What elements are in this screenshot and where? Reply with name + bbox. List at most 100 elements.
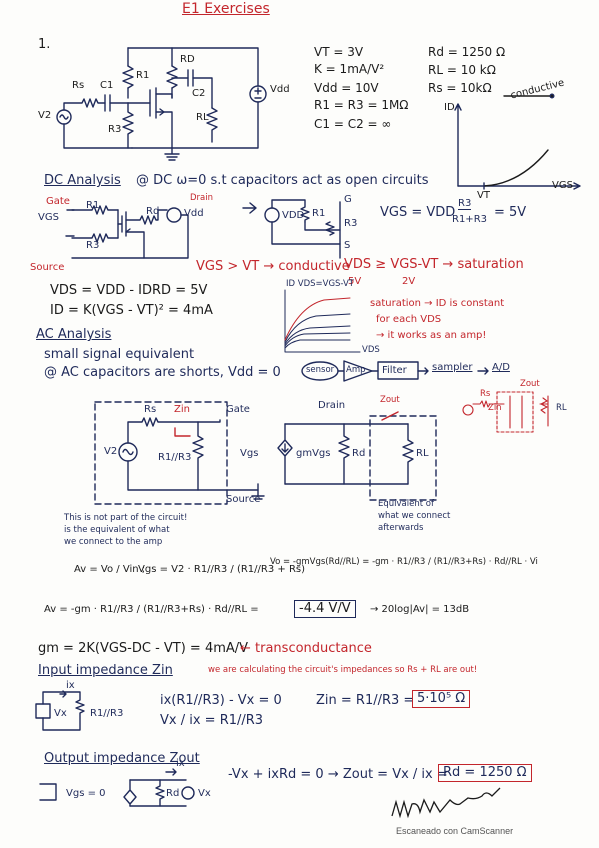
inset-circuit bbox=[462, 391, 549, 433]
zin-eq1: ix(R1//R3) - Vx = 0 bbox=[160, 693, 282, 708]
zin-result-lhs: Zin = R1//R3 = bbox=[316, 693, 415, 708]
note-right-2: what we connect bbox=[378, 511, 451, 521]
zout-result: Rd = 1250 Ω bbox=[438, 764, 532, 783]
note-left-1: This is not part of the circuit! bbox=[64, 513, 188, 523]
sat-note-3: → it works as an amp! bbox=[376, 330, 487, 341]
ac-v2: V2 bbox=[104, 446, 118, 457]
label-c2: C2 bbox=[192, 88, 206, 99]
ac-rs: Rs bbox=[144, 404, 157, 415]
dc-vds-eq: VDS = VDD - IDRD = 5V bbox=[50, 283, 208, 298]
dc-sat-den-l: 5V bbox=[348, 276, 362, 287]
zout-test-circuit bbox=[39, 768, 195, 807]
dc-vdd2: VDD bbox=[282, 210, 305, 221]
dc-circuit-left bbox=[65, 205, 189, 259]
dc-vgs-eq-rhs: = 5V bbox=[494, 205, 527, 220]
dc-id-eq: ID = K(VGS - VT)² = 4mA bbox=[50, 303, 213, 318]
id-vds-curves bbox=[284, 289, 361, 353]
dc-note: @ DC ω=0 s.t capacitors act as open circ… bbox=[136, 173, 429, 188]
zin-note: we are calculating the circuit's impedan… bbox=[208, 665, 478, 675]
gm-eq: gm = 2K(VGS-DC - VT) = 4mA/V bbox=[38, 641, 249, 656]
param-vt: VT = 3V bbox=[314, 45, 364, 59]
chain-amp: Amp bbox=[346, 365, 366, 375]
dc-sat-den-r: 2V bbox=[402, 276, 416, 287]
chain-sampler: sampler bbox=[432, 362, 473, 373]
page-title: E1 Exercises bbox=[182, 1, 270, 17]
ac-r1r3: R1//R3 bbox=[158, 452, 192, 463]
dc-vgs-eq-num: R3 bbox=[458, 198, 472, 210]
note-right-1: Equivalent of bbox=[378, 499, 434, 509]
label-rd: RD bbox=[180, 54, 195, 65]
dc-gate: Gate bbox=[46, 196, 70, 207]
dc-source: Source bbox=[30, 262, 65, 273]
dc-r1: R1 bbox=[86, 200, 100, 211]
ac-rd: Rd bbox=[352, 448, 366, 459]
note-left-2: is the equivalent of what bbox=[64, 525, 170, 535]
param-c: C1 = C2 = ∞ bbox=[314, 117, 392, 131]
dc-node-s: S bbox=[344, 240, 351, 251]
dc-drain: Drain bbox=[190, 193, 213, 203]
ac-source: Source bbox=[226, 494, 261, 505]
zout-eq: -Vx + ixRd = 0 → Zout = Vx / ix = bbox=[228, 767, 448, 782]
label-vdd: Vdd bbox=[270, 84, 290, 95]
note-left-3: we connect to the amp bbox=[64, 537, 163, 547]
note-right-3: afterwards bbox=[378, 523, 424, 533]
param-rl: RL = 10 kΩ bbox=[428, 63, 496, 77]
ac-zin: Zin bbox=[174, 404, 190, 415]
ac-zout: Zout bbox=[380, 395, 400, 405]
inset-zin: Zin bbox=[488, 403, 502, 413]
ac-drain: Drain bbox=[318, 400, 346, 411]
param-rs: Rs = 10kΩ bbox=[428, 81, 492, 95]
sat-note-2: for each VDS bbox=[376, 314, 442, 325]
ac-small-signal: small signal equivalent bbox=[44, 347, 195, 362]
zin-r1r3: R1//R3 bbox=[90, 708, 124, 719]
zin-vx: Vx bbox=[54, 708, 67, 719]
inset-rs: Rs bbox=[480, 389, 491, 399]
dc-vdd: Vdd bbox=[184, 208, 204, 219]
param-k: K = 1mA/V² bbox=[314, 62, 385, 76]
dc-r1-right: R1 bbox=[312, 208, 326, 219]
av-def: Av = Vo / Vin ; bbox=[74, 564, 146, 575]
amplifier-schematic bbox=[56, 47, 267, 161]
av-result: -4.4 V/V bbox=[294, 600, 356, 619]
inset-rl: RL bbox=[556, 403, 567, 413]
label-v2: V2 bbox=[38, 110, 52, 121]
chain-filter: Filter bbox=[382, 365, 407, 376]
gm-note: ← transconductance bbox=[240, 641, 372, 656]
zout-vx: Vx bbox=[198, 788, 211, 799]
zout-vgs0: Vgs = 0 bbox=[66, 788, 106, 799]
zout-rd: Rd bbox=[166, 788, 180, 799]
label-r3: R3 bbox=[108, 124, 122, 135]
zin-ix: ix bbox=[66, 680, 75, 691]
av-result-lhs: Av = -gm · R1//R3 / (R1//R3+Rs) · Rd//RL… bbox=[44, 604, 259, 615]
zout-heading: Output impedance Zout bbox=[44, 751, 200, 766]
dc-conductive: VGS > VT → conductive bbox=[196, 259, 350, 274]
chain-ad: A/D bbox=[492, 362, 510, 373]
dc-saturation: VDS ≥ VGS-VT → saturation bbox=[344, 257, 524, 272]
param-vdd: Vdd = 10V bbox=[314, 81, 379, 95]
dc-vgs-eq-den: R1+R3 bbox=[452, 214, 487, 225]
dc-node-g: G bbox=[344, 194, 352, 205]
ac-vgs: Vgs bbox=[240, 448, 259, 459]
graph-vt-tick: VT bbox=[477, 190, 490, 201]
graph-ylabel: ID bbox=[444, 102, 455, 113]
graph-xlabel: VGS bbox=[552, 180, 573, 191]
ac-gm: gmVgs bbox=[296, 448, 331, 459]
inset-zout: Zout bbox=[520, 379, 540, 389]
label-r1: R1 bbox=[136, 70, 150, 81]
zin-eq2: Vx / ix = R1//R3 bbox=[160, 713, 264, 728]
dc-r3: R3 bbox=[86, 240, 100, 251]
chain-sensor: sensor bbox=[306, 365, 335, 375]
ac-small-signal-circuit bbox=[94, 401, 437, 505]
zin-result: 5·10⁵ Ω bbox=[412, 690, 471, 709]
ac-caps-note: @ AC capacitors are shorts, Vdd = 0 bbox=[44, 365, 281, 380]
dc-rd: Rd bbox=[146, 206, 160, 217]
zin-heading: Input impedance Zin bbox=[38, 663, 173, 678]
param-r1r3: R1 = R3 = 1MΩ bbox=[314, 98, 409, 112]
curve-xlabel: VDS bbox=[362, 345, 380, 355]
scanner-footer: Escaneado con CamScanner bbox=[396, 826, 514, 836]
curve-labels: ID VDS=VGS-VT bbox=[286, 279, 355, 289]
dc-r3-right: R3 bbox=[344, 218, 358, 229]
label-c1: C1 bbox=[100, 80, 114, 91]
